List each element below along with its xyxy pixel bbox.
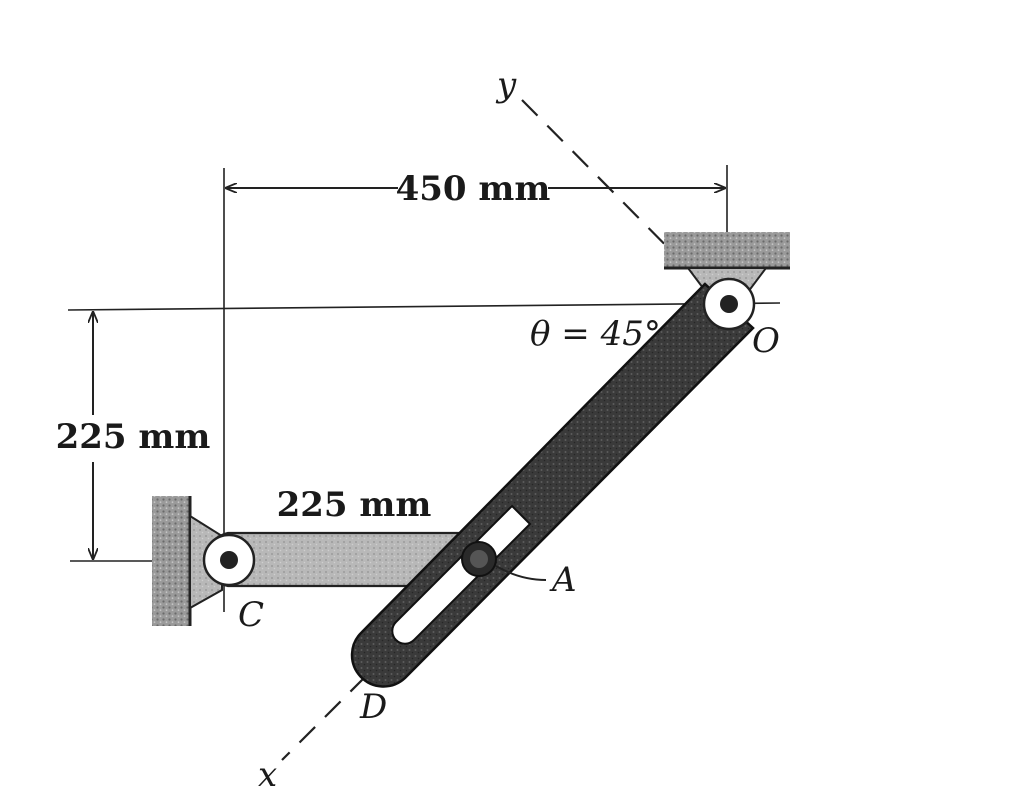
- point-label-o: O: [752, 321, 780, 361]
- dimension-label-225-vertical: 225 mm: [56, 417, 211, 457]
- y-axis-line: [521, 99, 701, 281]
- x-axis-line: [281, 675, 367, 761]
- axis-label-x: x: [258, 755, 277, 795]
- axis-label-y: y: [495, 65, 517, 105]
- slotted-link-od: [350, 282, 755, 688]
- point-label-d: D: [359, 687, 387, 727]
- pin-a: [461, 541, 547, 581]
- point-label-c: C: [238, 595, 264, 635]
- angle-label: θ = 45°: [530, 314, 661, 354]
- pivot-c: [202, 533, 256, 587]
- dimension-label-225-link: 225 mm: [277, 485, 432, 525]
- support-c: [152, 496, 223, 626]
- horizontal-reference-line-o: [67, 302, 781, 311]
- point-label-a: A: [549, 560, 577, 600]
- pivot-o: [702, 277, 756, 331]
- dimension-label-450: 450 mm: [396, 169, 551, 209]
